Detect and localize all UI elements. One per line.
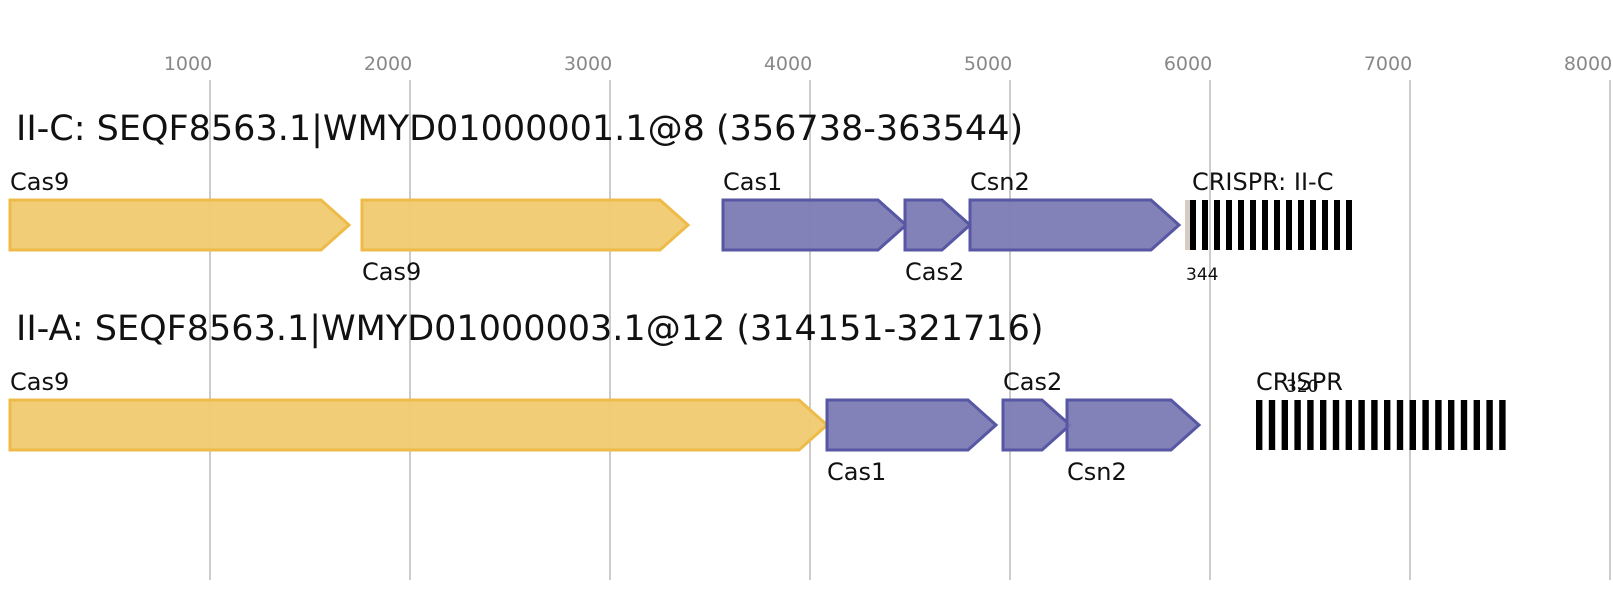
crispr-repeat [1332, 400, 1340, 450]
crispr-repeat [1486, 400, 1493, 450]
tick-label: 4000 [764, 53, 812, 75]
grid-lines [209, 80, 1611, 580]
tick-label: 1000 [164, 53, 212, 75]
crispr-count-label: 320 [1286, 377, 1318, 397]
gene-arrow-cas2 [1001, 398, 1073, 452]
gene-arrow-cas1 [825, 398, 999, 452]
gene-label: Cas9 [10, 168, 69, 196]
gene-arrow-csn2 [1065, 398, 1202, 452]
crispr-repeat [1238, 200, 1244, 250]
crispr-repeat [1298, 200, 1304, 250]
gene-label: Cas1 [827, 458, 886, 486]
gene-arrow-cas9 [8, 398, 830, 452]
tick-label: 2000 [364, 53, 412, 75]
locus-title: II-C: SEQF8563.1|WMYD01000001.1@8 (35673… [16, 109, 1023, 149]
crispr-repeat [1346, 200, 1352, 250]
crispr-repeat [1384, 400, 1391, 450]
crispr-repeat [1190, 200, 1196, 250]
crispr-repeat [1473, 400, 1480, 450]
crispr-repeat [1256, 400, 1263, 450]
gene-label: Cas9 [10, 368, 69, 396]
crispr-repeat [1409, 400, 1416, 450]
crispr-repeat [1435, 400, 1442, 450]
tick-label: 6000 [1164, 53, 1212, 75]
crispr-repeat [1310, 200, 1316, 250]
crispr-repeat [1396, 400, 1404, 450]
locus-II-C: II-C: SEQF8563.1|WMYD01000001.1@8 (35673… [8, 109, 1352, 286]
tick-label: 8000 [1564, 53, 1612, 75]
crispr-repeat [1250, 200, 1256, 250]
gene-label: Csn2 [970, 168, 1030, 196]
crispr-label: CRISPR: II-C [1192, 168, 1333, 196]
crispr-repeat [1307, 400, 1314, 450]
crispr-repeat [1286, 200, 1292, 250]
crispr-repeat [1281, 400, 1288, 450]
crispr-repeat [1294, 400, 1301, 450]
tick-label: 5000 [964, 53, 1012, 75]
crispr-repeat [1345, 400, 1352, 450]
gene-label: Cas2 [1003, 368, 1062, 396]
gene-label: Cas2 [905, 258, 964, 286]
gene-label: Cas1 [723, 168, 782, 196]
crispr-repeat [1448, 400, 1455, 450]
crispr-count-label: 344 [1186, 265, 1218, 285]
crispr-leader [1185, 200, 1190, 250]
crispr-repeat [1262, 200, 1268, 250]
crispr-repeat [1371, 400, 1378, 450]
crispr-repeat [1334, 200, 1340, 250]
tick-label: 3000 [564, 53, 612, 75]
gene-arrow-cas1 [721, 198, 909, 252]
gene-arrow-csn2 [968, 198, 1182, 252]
crispr-repeat [1202, 200, 1208, 250]
gene-arrow-cas9 [360, 198, 691, 252]
crispr-repeat [1322, 200, 1328, 250]
gene-label: Cas9 [362, 258, 421, 286]
gene-label: Csn2 [1067, 458, 1127, 486]
crispr-repeat [1422, 400, 1429, 450]
gene-arrow-cas9 [8, 198, 352, 252]
crispr-label: CRISPR [1256, 368, 1343, 396]
crispr-repeat [1274, 200, 1280, 250]
crispr-repeat [1460, 400, 1468, 450]
axis-ticks: 1000 2000 3000 4000 5000 6000 7000 8000 [164, 53, 1612, 75]
gene-arrow-cas2 [903, 198, 973, 252]
crispr-repeat [1499, 400, 1506, 450]
crispr-repeat [1268, 400, 1276, 450]
crispr-repeat [1226, 200, 1232, 250]
locus-II-A: II-A: SEQF8563.1|WMYD01000003.1@12 (3141… [8, 309, 1506, 486]
locus-title: II-A: SEQF8563.1|WMYD01000003.1@12 (3141… [16, 309, 1044, 349]
crispr-repeat [1214, 200, 1220, 250]
crispr-repeat [1358, 400, 1365, 450]
crispr-repeat [1320, 400, 1327, 450]
tick-label: 7000 [1364, 53, 1412, 75]
